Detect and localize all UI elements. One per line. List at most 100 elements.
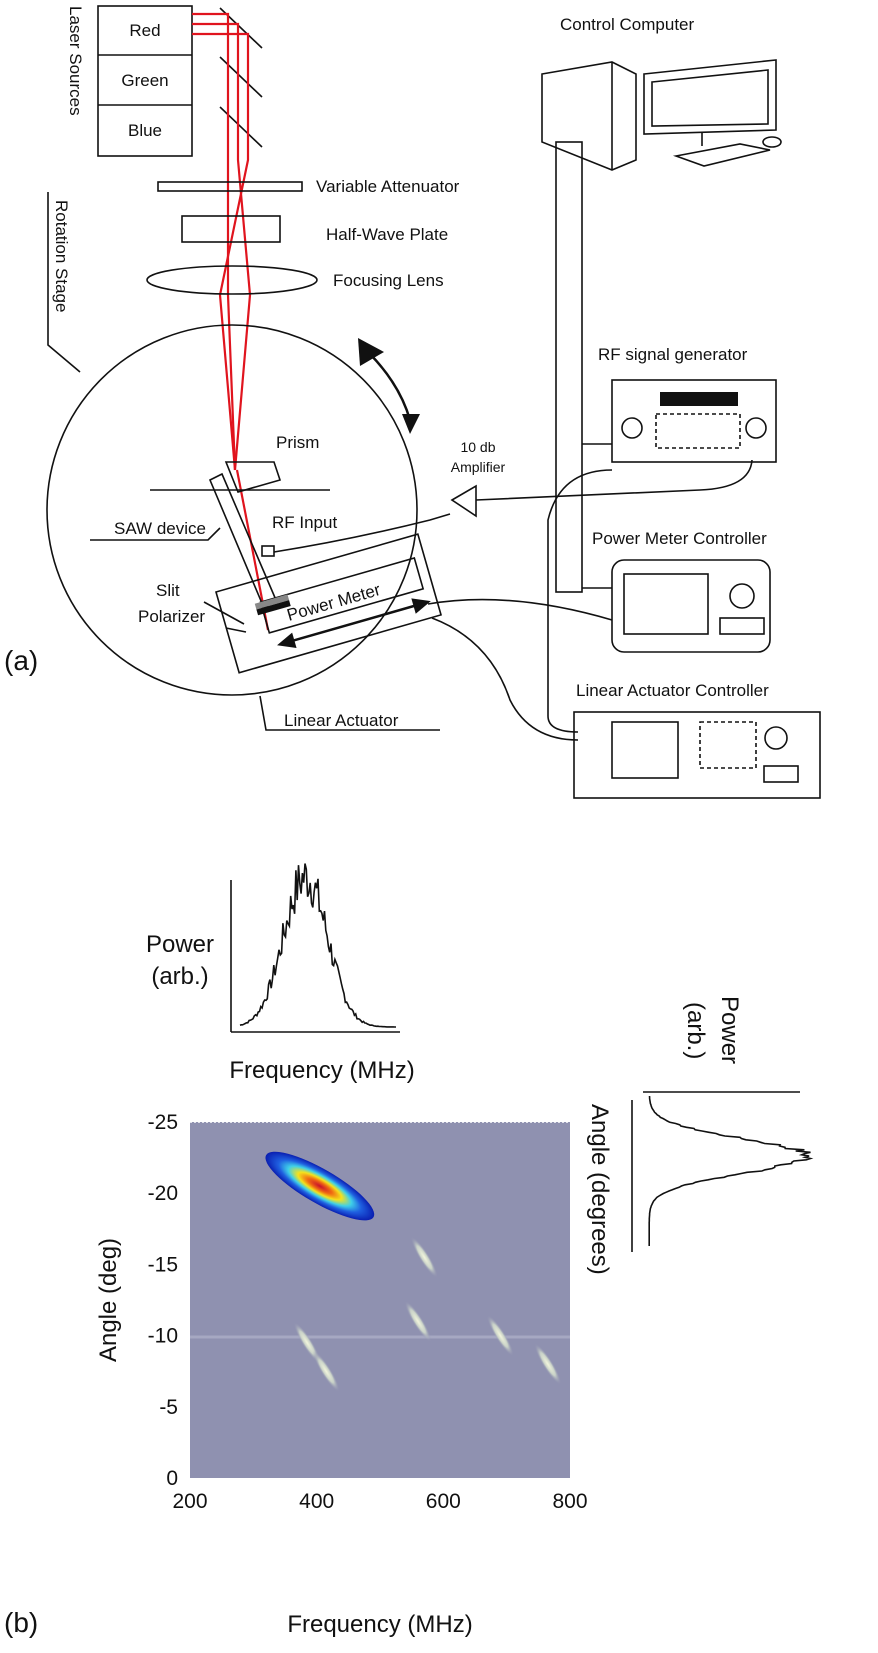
rf-generator-body [611,379,777,463]
half-wave-plate-label: Half-Wave Plate [326,225,448,244]
actuator-arrow [292,603,418,643]
computer-trunk [555,141,583,593]
source-blue-label: Blue [128,121,162,140]
linear-actuator-label: Linear Actuator [284,711,399,730]
focusing-lens-label: Focusing Lens [333,271,444,290]
prism-saw: Prism SAW device RF Input [90,433,451,610]
heatmap-background [190,1122,570,1478]
rotation-stage-circle [46,324,418,696]
pm-controller-dial-icon [729,583,755,609]
actuator-arrow-head [411,598,431,614]
control-computer: Control Computer [541,15,782,171]
prism-label: Prism [276,433,319,452]
heatmap-feature [486,1315,514,1357]
rotation-stage-leader [47,192,81,373]
panel-a: Red Green Blue Laser Sources Rotation St… [4,5,821,799]
polarizer-shape [256,600,291,616]
saw-device-label: SAW device [114,519,206,538]
lac-keypad [699,721,757,769]
heatmap-hotspot [265,1151,375,1221]
top-inset-ylabel-1: Power [146,931,214,958]
saw-device-shape [208,472,277,610]
laser-sources-title: Laser Sources [66,6,85,116]
lac-body [573,711,821,799]
heatmap-features [265,1151,562,1392]
laser-sources: Red Green Blue Laser Sources [66,5,193,157]
y-tick-label: -20 [148,1182,178,1205]
rf-generator-display [660,392,738,406]
rotation-stage-label: Rotation Stage [52,200,71,312]
optics: Variable Attenuator Half-Wave Plate Focu… [146,177,460,295]
mirror [219,106,263,148]
power-meter-cable [427,598,613,621]
side-inset: Power (arb.) Angle (degrees) [586,996,814,1275]
rf-cable [273,513,451,553]
rf-knob-left-icon [621,417,643,439]
rotation-stage: Rotation Stage [47,192,81,373]
monitor [643,59,777,135]
rotation-arrow-head [402,414,420,434]
y-tick-label: -15 [148,1253,178,1276]
prism-shape [224,461,282,493]
actuator-cable [431,617,579,741]
amplifier-label-1: 10 db [460,439,495,455]
variable-attenuator-shape [157,181,303,192]
y-tick-label: -5 [159,1396,178,1419]
keyboard [672,143,771,167]
slit-shape [254,594,290,610]
amplifier-triangle [450,484,477,518]
actuator-housing [215,533,443,674]
laser-beam [192,32,250,471]
laser-beam [192,12,237,471]
power-meter-assembly: Power Meter [215,533,443,674]
linear-actuator-leader [259,695,440,731]
lac-knob-icon [764,726,788,750]
source-red-label: Red [129,21,160,40]
x-tick-label: 200 [172,1490,207,1513]
focusing-lens-shape [146,265,318,295]
pm-controller-body [611,559,771,653]
rf-connector [261,545,275,557]
side-inset-xlabel: Angle (degrees) [586,1104,613,1275]
x-tick-label: 600 [426,1490,461,1513]
laser-beam [192,22,252,471]
heatmap-feature [312,1350,340,1392]
source-green-label: Green [121,71,168,90]
angle-profile-curve [648,1095,814,1246]
heatmap-feature [534,1343,562,1385]
slit-label: Slit [156,581,180,600]
laser-beams [192,12,270,631]
x-tick-label: 400 [299,1490,334,1513]
linear-actuator-controller: Linear Actuator Controller [573,681,821,799]
power-meter-controller: Power Meter Controller [592,529,771,653]
heatmap-xlabel: Frequency (MHz) [287,1611,472,1638]
power-meter-controller-label: Power Meter Controller [592,529,767,548]
heatmap-feature [410,1236,438,1278]
y-tick-label: -10 [148,1325,178,1348]
panel-b-tag: (b) [4,1607,38,1638]
side-inset-ylabel-2: (arb.) [682,1002,709,1059]
rotation-arrow-head [358,338,384,366]
mirrors [219,7,263,148]
frequency-profile-curve [239,863,396,1028]
half-wave-plate-shape [181,215,281,243]
computer-to-actuator [547,469,613,733]
mouse-icon [762,136,782,148]
monitor-screen [651,69,769,127]
polarizer-label: Polarizer [138,607,205,626]
rotation-arrow [369,353,412,421]
rf-input-label: RF Input [272,513,337,532]
control-computer-label: Control Computer [560,15,695,34]
amplifier-label-2: Amplifier [451,459,506,475]
panel-b: Power (arb.) Frequency (MHz) Power (arb.… [4,863,814,1638]
laser-sources-box [97,5,193,157]
pm-controller-keys [719,617,765,635]
lac-screen [611,721,679,779]
heatmap-ylabel: Angle (deg) [95,1238,122,1362]
top-inset-xlabel: Frequency (MHz) [229,1057,414,1084]
pm-controller-screen [623,573,709,635]
variable-attenuator-label: Variable Attenuator [316,177,460,196]
amplifier: 10 db Amplifier [450,439,753,518]
